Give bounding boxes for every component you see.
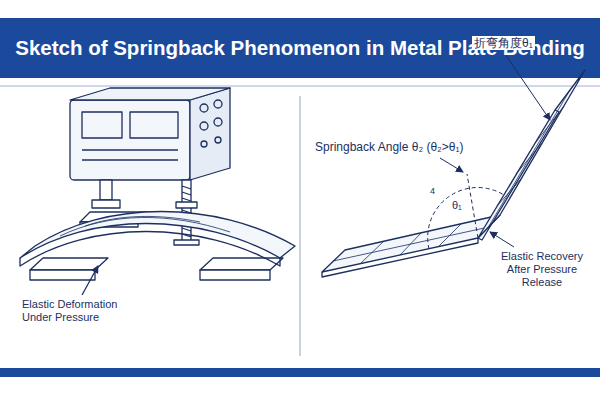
bent-plate-left xyxy=(20,212,295,296)
angle-symbol: θ₁ xyxy=(450,199,464,212)
part-label: Elastic Recovery After Pressure Release xyxy=(492,250,592,290)
bent-plate-right xyxy=(322,54,585,277)
callout-number: 4 xyxy=(428,186,437,197)
springback-label: Springback Angle θ₂ (θ₂>θ₁) xyxy=(313,140,465,154)
angle-label: 折弯角度θ₁ xyxy=(472,36,535,50)
part-label: Elastic Deformation Under Pressure xyxy=(20,298,145,324)
rule xyxy=(0,86,600,87)
title-band xyxy=(0,18,600,78)
footer-bar xyxy=(0,368,600,377)
divider xyxy=(299,96,301,356)
